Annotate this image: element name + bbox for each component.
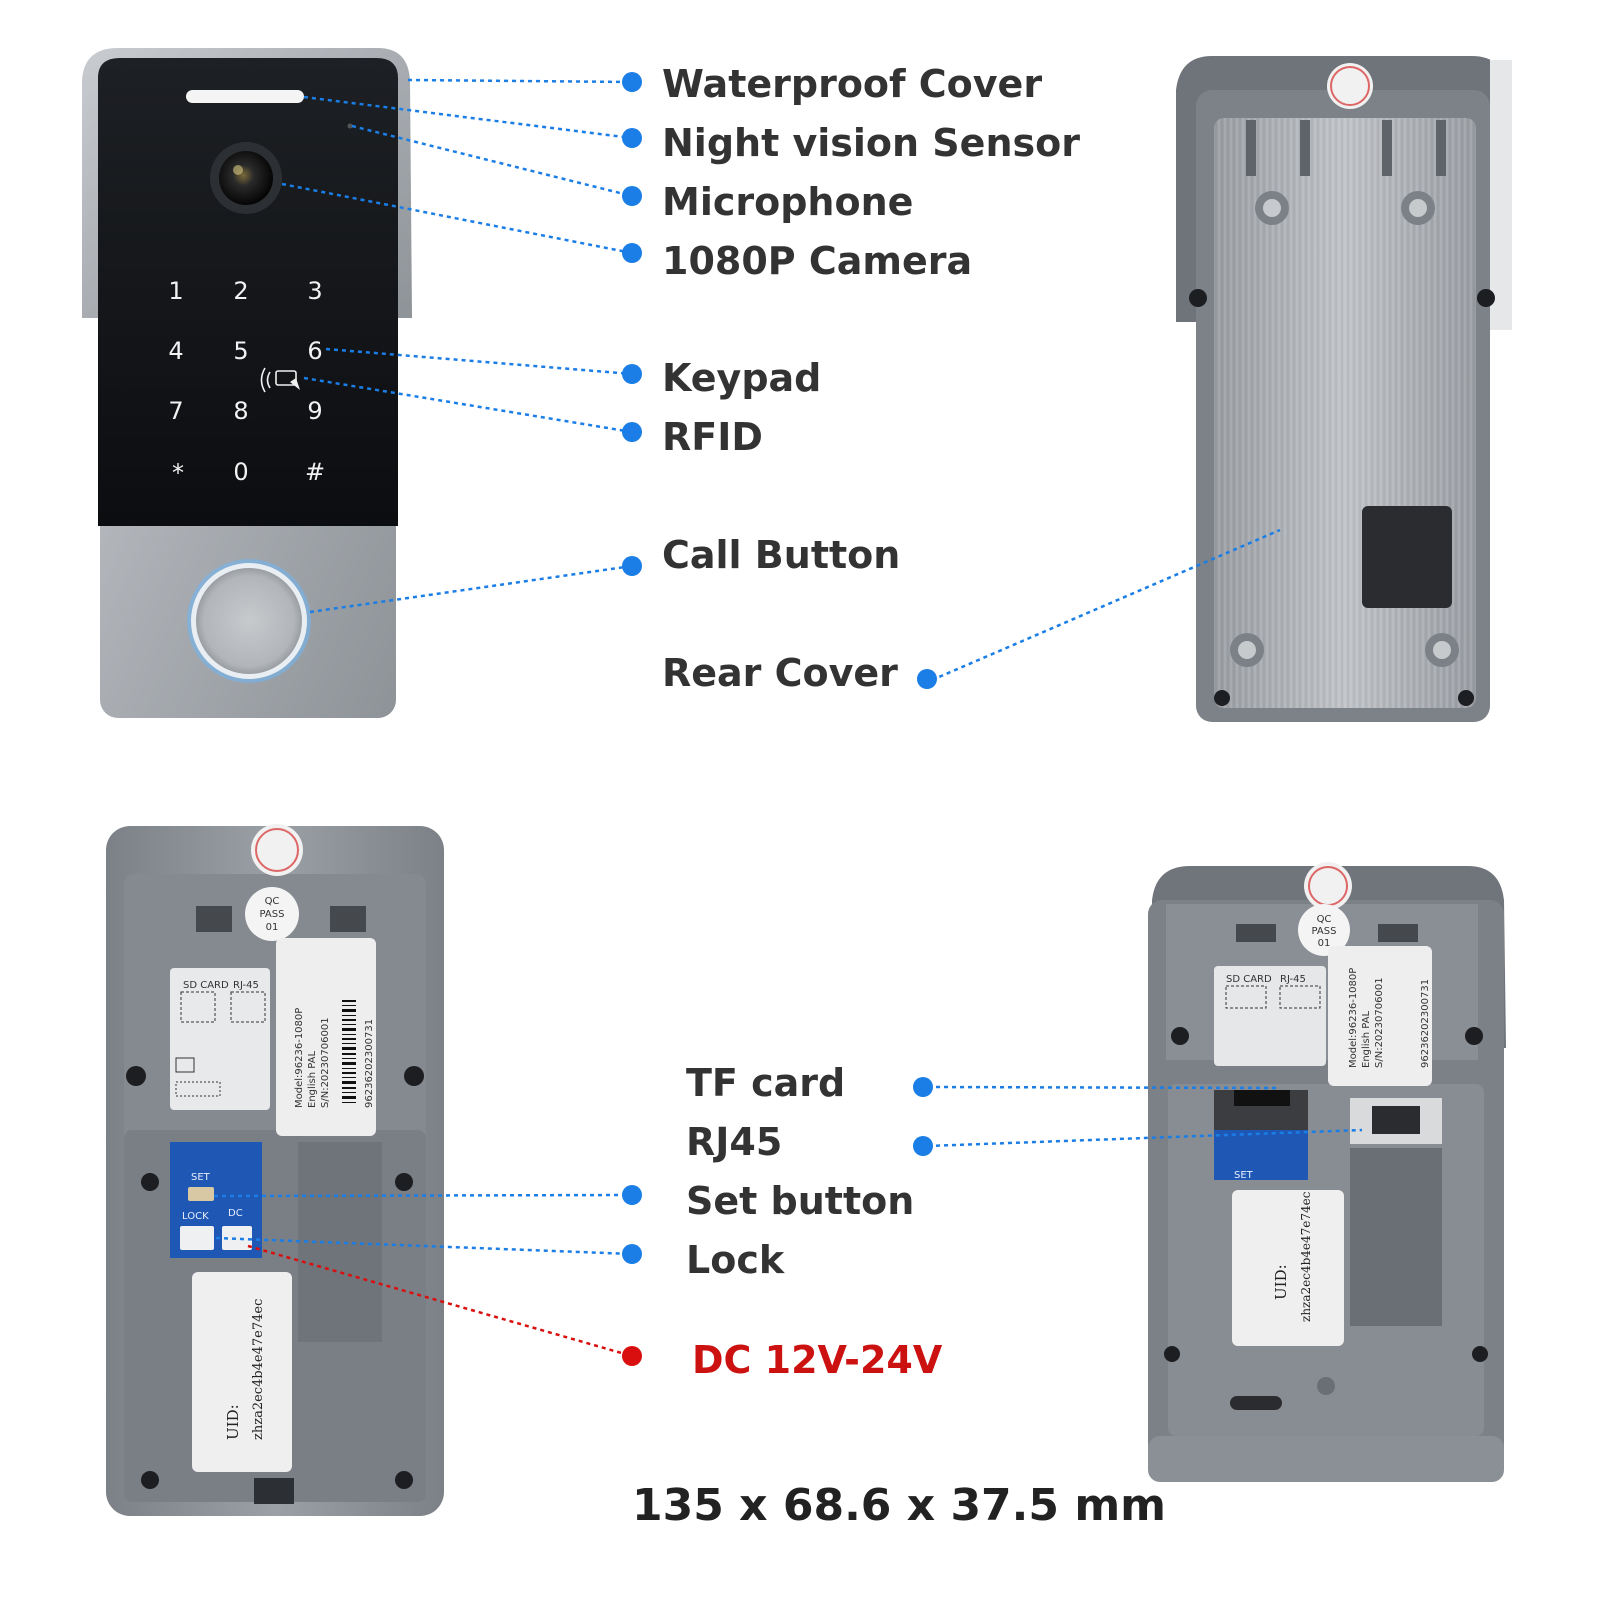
key-3[interactable]: 3 [307,277,322,305]
uid-title-2: UID: [1272,1264,1290,1300]
leader-camera [281,182,633,255]
microphone-hole [347,123,353,129]
label-rear-cover: Rear Cover [662,651,898,695]
label-rj45: RJ45 [686,1120,782,1164]
callout-dots [622,72,937,1366]
serial-line-2: S/N:20230706001 [1374,977,1385,1068]
key-hash[interactable]: # [305,458,325,486]
set-button[interactable] [188,1187,214,1201]
back-unit-open: QC PASS 01 SD CARD RJ-45 Model:96236-108… [106,824,444,1516]
night-vision-sensor [186,90,304,103]
qc-line-1: QC [265,896,280,907]
key-4[interactable]: 4 [168,337,183,365]
model-line: Model:96236-1080P [294,1008,305,1108]
qc-pass-sticker: QC PASS 01 [245,887,299,941]
region-line: English PAL [307,1050,318,1108]
model-line-2: Model:96236-1080P [1348,968,1359,1068]
label-set-button: Set button [686,1179,914,1223]
callout-labels: Waterproof Cover Night vision Sensor Mic… [662,62,1080,1382]
barcode-number-2: 96236202300731 [1420,979,1431,1068]
front-unit: 1 2 3 4 5 6 7 8 9 * 0 # [82,48,412,718]
region-line-2: English PAL [1361,1010,1372,1068]
dc-board-label: DC [228,1208,243,1219]
call-button-ring-icon[interactable] [187,559,311,683]
back-unit-angled: QC PASS 01 SD CARD RJ-45 Model:96236-108… [1148,862,1506,1482]
key-star[interactable]: * [172,459,184,487]
key-0[interactable]: 0 [233,458,248,486]
uid-title: UID: [224,1404,242,1440]
keypad[interactable]: 1 2 3 4 5 6 7 8 9 * 0 # [168,277,325,487]
set-board-label-2: SET [1234,1170,1254,1181]
key-9[interactable]: 9 [307,397,322,425]
leader-tf-card [927,1085,1281,1090]
rj45-port-label: RJ-45 [233,980,259,991]
label-waterproof-cover: Waterproof Cover [662,62,1042,106]
lock-board-label: LOCK [182,1211,209,1222]
qc-pass-sticker-2: QC PASS 01 [1298,904,1350,956]
leader-microphone [351,124,633,198]
leader-lines [213,78,1363,1358]
rear-cover-unit [1176,56,1512,722]
barcode [342,1000,356,1103]
model-label-card-2: Model:96236-1080P English PAL S/N:202307… [1328,946,1432,1086]
seal-sticker-icon [251,824,303,876]
key-2[interactable]: 2 [233,277,248,305]
leader-lock [215,1236,633,1256]
circuit-board: SET LOCK DC [170,1142,262,1258]
label-lock: Lock [686,1238,785,1282]
sd-card-label: SD CARD [183,980,229,991]
leader-rj45 [927,1128,1363,1148]
leader-waterproof-cover [407,78,633,84]
back-screws [126,1066,424,1489]
front-black-panel [98,58,398,526]
label-camera: 1080P Camera [662,239,972,283]
sd-card-label-2: SD CARD [1226,974,1272,985]
leader-night-vision [303,95,633,140]
leader-set-button [213,1193,633,1198]
dc-terminal[interactable] [222,1226,252,1250]
key-6[interactable]: 6 [307,337,322,365]
qc2-line-2: PASS [1312,926,1337,937]
leader-dc [247,1244,633,1358]
uid-value: zhza2ec4b4e47e74ec [251,1299,266,1440]
uid-label-card-2: UID: zhza2ec4b4e47e74ec [1232,1190,1344,1346]
set-board-label: SET [191,1172,211,1183]
key-7[interactable]: 7 [168,397,183,425]
uid-value-2: zhza2ec4b4e47e74ec [1299,1191,1313,1322]
rear-cable-slot [1362,506,1452,608]
label-rfid: RFID [662,415,763,459]
label-microphone: Microphone [662,180,913,224]
rfid-card-icon [260,367,300,393]
rear-seal-sticker-icon [1327,63,1373,109]
uid-label-card: UID: zhza2ec4b4e47e74ec [192,1272,292,1472]
dimensions-label: 135 x 68.6 x 37.5 mm [632,1480,1166,1531]
rj45-port-label-2: RJ-45 [1280,974,1306,985]
serial-line: S/N:20230706001 [320,1017,331,1108]
seal-sticker-icon-2 [1304,862,1352,910]
lock-terminal[interactable] [180,1226,214,1250]
leader-rear-cover [931,528,1281,682]
key-5[interactable]: 5 [233,337,248,365]
label-keypad: Keypad [662,356,821,400]
model-label-card: Model:96236-1080P English PAL S/N:202307… [276,938,376,1136]
qc-line-3: 01 [266,922,279,933]
screw-holes [1189,191,1495,706]
qc2-line-1: QC [1317,914,1332,925]
label-night-vision-sensor: Night vision Sensor [662,121,1080,165]
key-8[interactable]: 8 [233,397,248,425]
qc-line-2: PASS [260,909,285,920]
label-dc-power: DC 12V-24V [692,1338,943,1382]
key-1[interactable]: 1 [168,277,183,305]
port-diagram-card [170,968,270,1110]
camera-lens-icon [210,142,282,214]
barcode-number: 96236202300731 [364,1019,375,1108]
leader-call-button [309,564,633,614]
label-call-button: Call Button [662,533,900,577]
leader-keypad [325,347,633,376]
qc2-line-3: 01 [1318,938,1331,949]
label-tf-card: TF card [686,1061,845,1105]
